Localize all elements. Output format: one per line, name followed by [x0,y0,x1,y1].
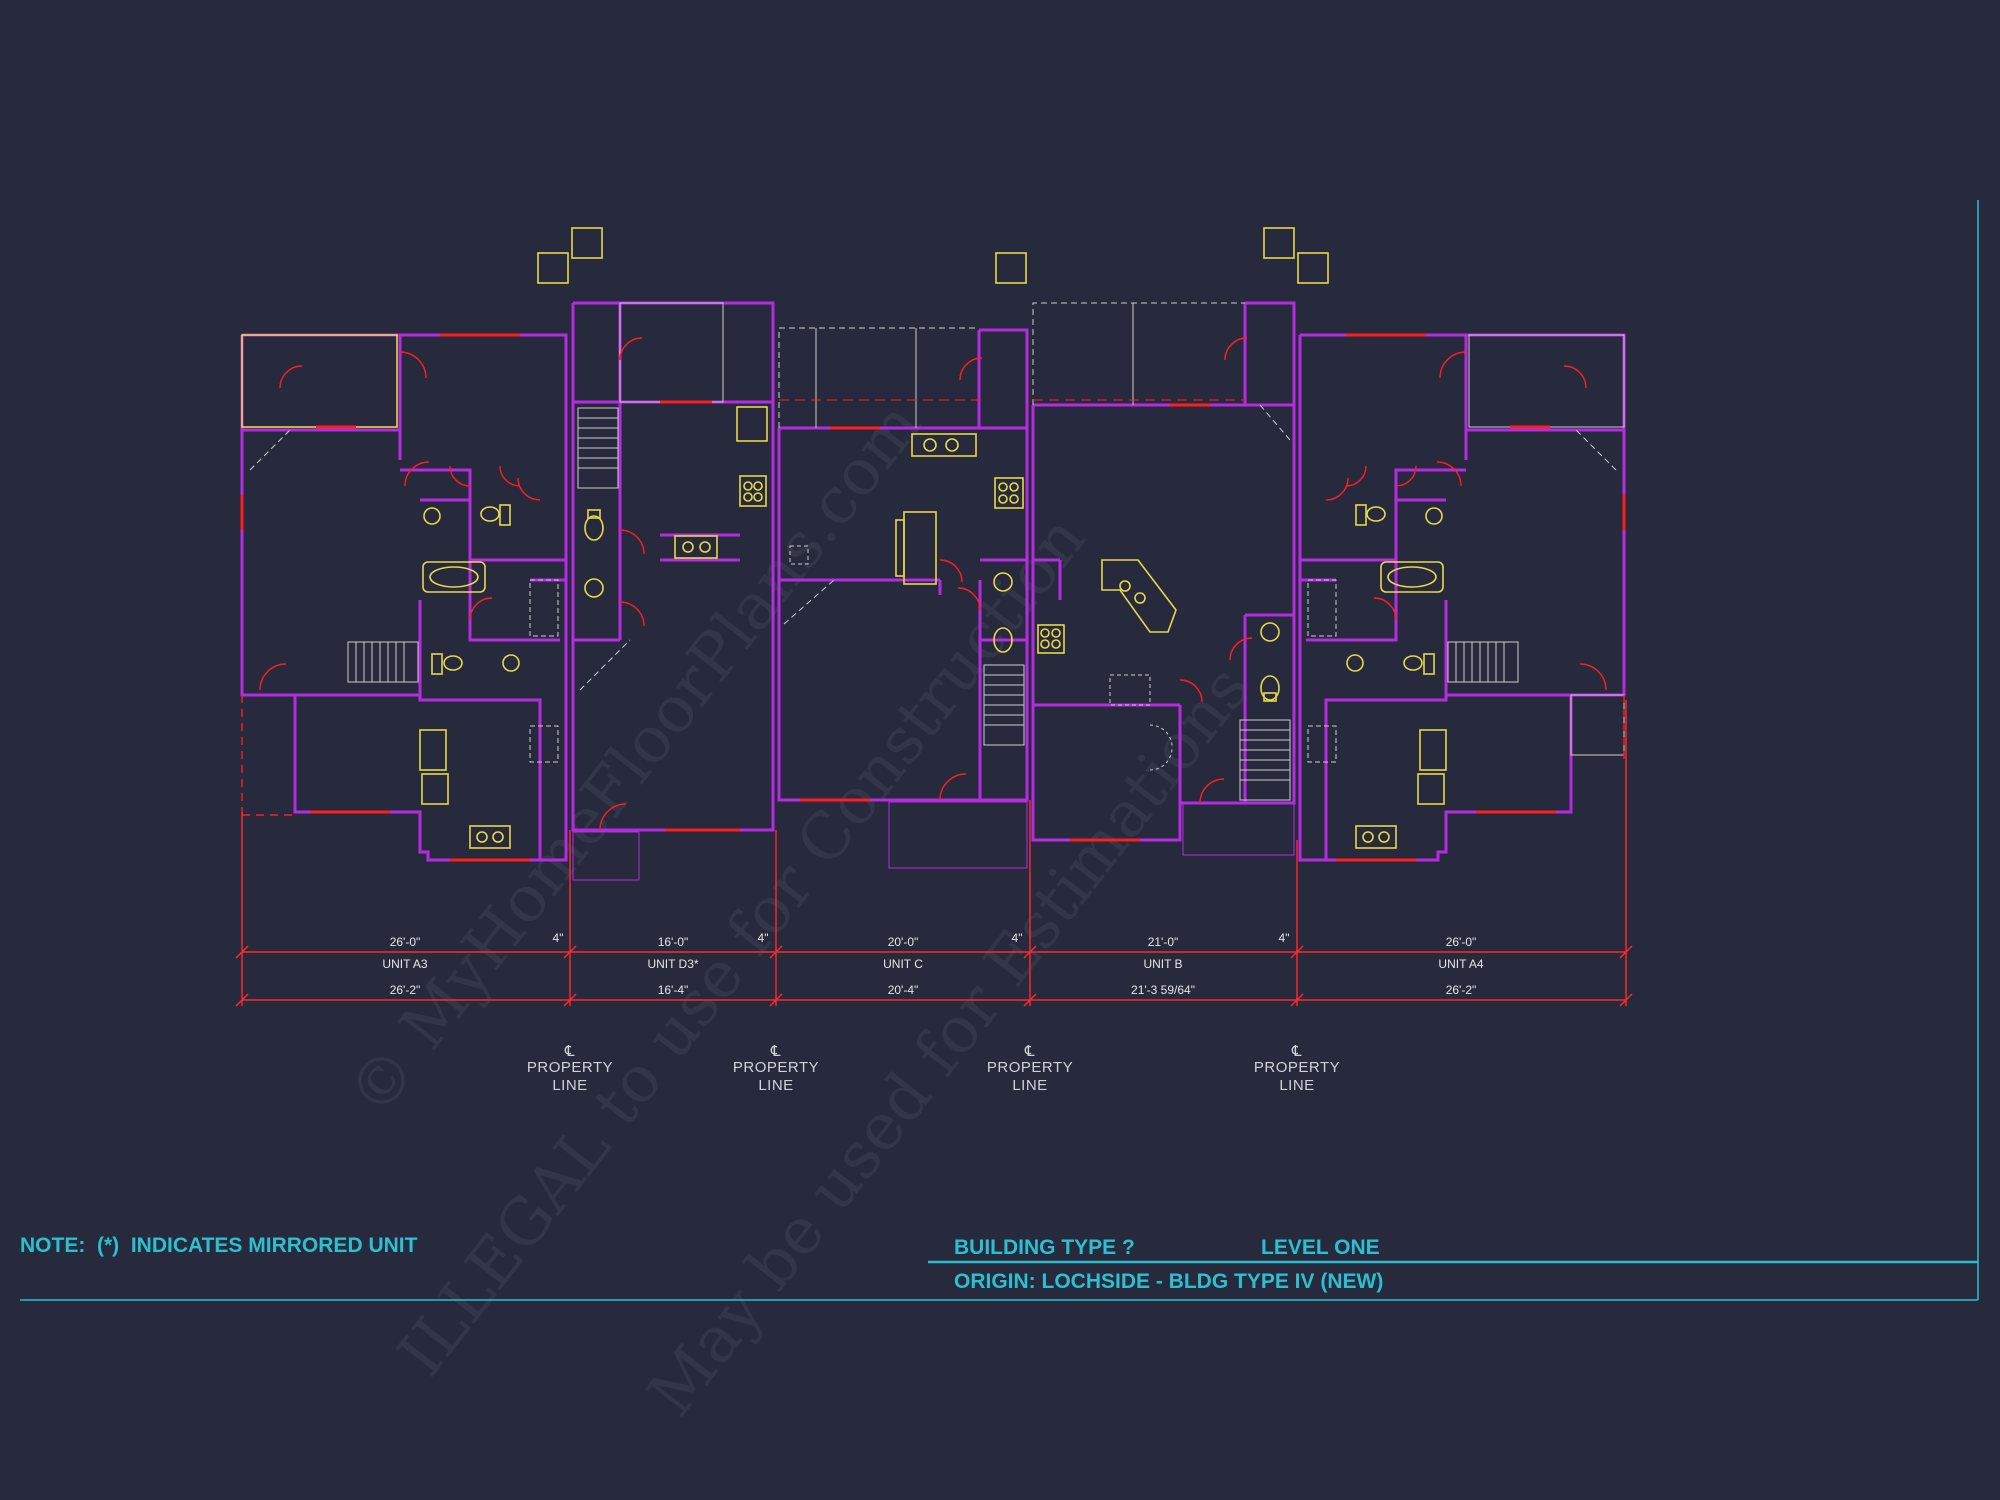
unit-d3-dim-bottom: 16'-4" [658,983,689,997]
unit-d3-plan [571,301,775,881]
unit-labels: 26'-0" UNIT A3 26'-2" 4" 16'-0" UNIT D3*… [382,931,1483,997]
unit-c-dim-bottom: 20'-4" [888,983,919,997]
building-type-label: BUILDING TYPE ? [954,1236,1135,1259]
unit-a3-dim-bottom: 26'-2" [390,983,421,997]
unit-a4-dim-bottom: 26'-2" [1446,983,1477,997]
unit-c-plan [777,327,1029,869]
property-line-3-symbol: ℄ [1024,1043,1035,1060]
unit-a4-plan [1298,333,1626,862]
unit-c-gap: 4" [1012,931,1023,945]
property-line-2-text-2: LINE [758,1077,793,1094]
ac-pads [537,227,1329,284]
unit-d3-dim-top: 16'-0" [658,935,689,949]
property-line-4-text-2: LINE [1279,1077,1314,1094]
unit-d3-label: UNIT D3* [647,957,698,971]
unit-a4-dim-top: 26'-0" [1446,935,1477,949]
property-line-2-text: PROPERTY [733,1059,819,1076]
property-line-1-symbol: ℄ [564,1043,575,1060]
unit-a3-gap: 4" [553,931,564,945]
unit-b-label: UNIT B [1143,957,1182,971]
property-line-3-text-2: LINE [1012,1077,1047,1094]
property-line-1-text-2: LINE [552,1077,587,1094]
mirrored-unit-note: NOTE: (*) INDICATES MIRRORED UNIT [20,1234,418,1257]
unit-b-dim-bottom: 21'-3 59/64" [1131,983,1195,997]
sheet-border [20,200,1979,1301]
unit-a3-dim-top: 26'-0" [390,935,421,949]
unit-a3-label: UNIT A3 [382,957,427,971]
property-line-1-text: PROPERTY [527,1059,613,1076]
property-line-4-symbol: ℄ [1291,1043,1302,1060]
watermark-line-3: May be used for Estimations [634,652,1264,1430]
origin-label: ORIGIN: LOCHSIDE - BLDG TYPE IV (NEW) [954,1270,1383,1293]
unit-d3-gap: 4" [758,931,769,945]
level-label: LEVEL ONE [1261,1236,1380,1259]
property-line-3-text: PROPERTY [987,1059,1073,1076]
unit-b-dim-top: 21'-0" [1148,935,1179,949]
unit-c-label: UNIT C [883,957,923,971]
dimension-lines [235,700,1633,1007]
property-line-2-symbol: ℄ [770,1043,781,1060]
unit-c-dim-top: 20'-0" [888,935,919,949]
property-line-labels: ℄ PROPERTY LINE ℄ PROPERTY LINE ℄ PROPER… [527,1043,1340,1094]
unit-b-plan [1031,301,1296,856]
property-line-4-text: PROPERTY [1254,1059,1340,1076]
unit-b-gap: 4" [1279,931,1290,945]
unit-a3-plan [240,333,568,862]
unit-a4-label: UNIT A4 [1438,957,1483,971]
